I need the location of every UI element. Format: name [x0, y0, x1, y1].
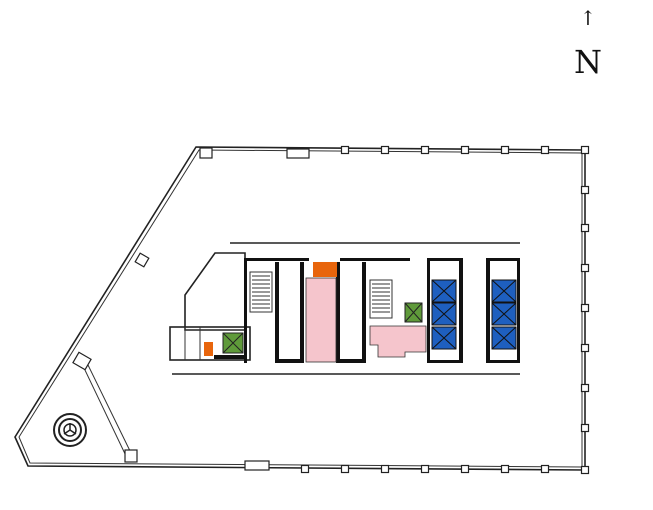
structural-columns [300, 145, 590, 475]
service-elevator-west [222, 332, 244, 354]
column [340, 464, 350, 474]
column [380, 145, 390, 155]
column [580, 223, 590, 233]
elevator-car [491, 326, 517, 350]
restroom-areas [305, 277, 427, 363]
north-label: N [574, 43, 602, 81]
column [340, 145, 350, 155]
restroom-east [369, 325, 427, 358]
column [580, 263, 590, 273]
column [580, 343, 590, 353]
column [500, 464, 510, 474]
column [500, 145, 510, 155]
column [380, 464, 390, 474]
restroom-west [305, 277, 337, 363]
stair-utility-areas [204, 262, 337, 356]
elevator-car [491, 279, 517, 303]
column [300, 464, 310, 474]
service-elevators [222, 302, 423, 354]
column [540, 464, 550, 474]
building-core [169, 242, 520, 375]
column [460, 464, 470, 474]
stair-east [369, 279, 393, 319]
column [420, 464, 430, 474]
service-elevator-east [404, 302, 423, 323]
column [580, 383, 590, 393]
elevator-car [491, 302, 517, 326]
elevator-car [431, 302, 457, 326]
column [420, 145, 430, 155]
north-arrow-icon: ↑ [579, 6, 597, 30]
elevator-car [431, 279, 457, 303]
stair-west [249, 271, 273, 313]
column [540, 145, 550, 155]
column [580, 145, 590, 155]
stair-hall [53, 413, 87, 447]
column [580, 303, 590, 313]
column [460, 145, 470, 155]
passenger-elevators [431, 279, 517, 350]
column [580, 465, 590, 475]
column [580, 423, 590, 433]
elevator-car [431, 326, 457, 350]
column [580, 185, 590, 195]
